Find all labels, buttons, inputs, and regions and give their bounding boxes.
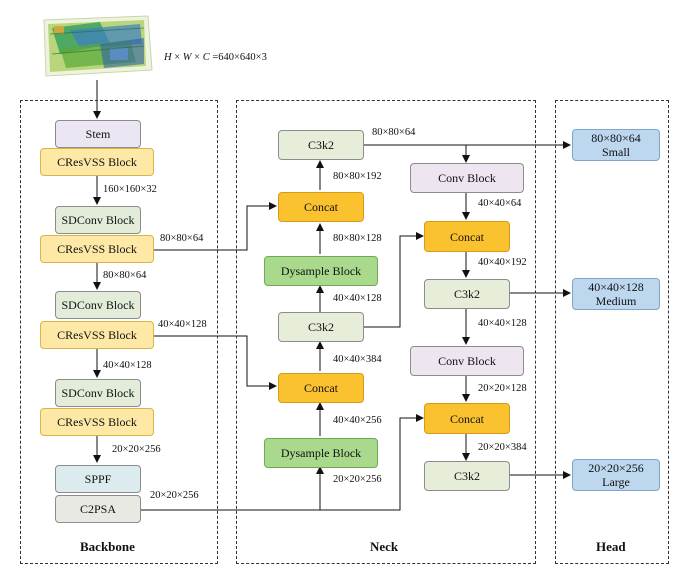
section-title-backbone: Backbone — [80, 539, 135, 554]
label-n-128: 80×80×128 — [333, 233, 382, 244]
input-shape-label: H × W × C =640×640×3 — [164, 52, 267, 63]
backbone-frame — [20, 100, 218, 564]
stem-block: Stem — [55, 120, 141, 148]
head-medium-name: Medium — [595, 294, 637, 308]
label-n-192: 80×80×192 — [333, 171, 382, 182]
label-bb-160: 160×160×32 — [103, 184, 157, 195]
label-bb-40: 40×40×128 — [103, 360, 152, 371]
label-bb-20: 20×20×256 — [112, 444, 161, 455]
conv-block-top: Conv Block — [410, 163, 524, 193]
label-r-384: 20×20×384 — [478, 442, 527, 453]
cresvss-block-3: CResVSS Block — [40, 321, 154, 349]
label-bb-80: 80×80×64 — [103, 270, 147, 281]
cresvss-block-2: CResVSS Block — [40, 235, 154, 263]
concat-right-1: Concat — [424, 221, 510, 252]
head-small-name: Small — [601, 145, 630, 159]
label-r-128: 40×40×128 — [478, 318, 527, 329]
c3k2-top: C3k2 — [278, 130, 364, 160]
label-n-384: 40×40×384 — [333, 354, 382, 365]
c3k2-right-1: C3k2 — [424, 279, 510, 309]
head-medium: 40×40×128 Medium — [572, 278, 660, 310]
sdconv-block-1: SDConv Block — [55, 206, 141, 234]
concat-top: Concat — [278, 192, 364, 222]
cresvss-block-4: CResVSS Block — [40, 408, 154, 436]
label-n-20-256: 20×20×256 — [333, 474, 382, 485]
c3k2-mid: C3k2 — [278, 312, 364, 342]
label-n-c3k2-top-out: 80×80×64 — [372, 127, 416, 138]
head-large-name: Large — [602, 475, 630, 489]
label-r-64: 40×40×64 — [478, 198, 522, 209]
conv-block-bottom: Conv Block — [410, 346, 524, 376]
head-small-dim: 80×80×64 — [591, 131, 641, 145]
sppf-block: SPPF — [55, 465, 141, 493]
cresvss-block-1: CResVSS Block — [40, 148, 154, 176]
concat-mid: Concat — [278, 373, 364, 403]
label-r-192: 40×40×192 — [478, 257, 527, 268]
label-n-40-128: 40×40×128 — [333, 293, 382, 304]
head-frame — [555, 100, 669, 564]
neck-frame — [236, 100, 536, 564]
label-n-256: 40×40×256 — [333, 415, 382, 426]
concat-right-2: Concat — [424, 403, 510, 434]
section-title-neck: Neck — [370, 539, 399, 554]
sdconv-block-3: SDConv Block — [55, 379, 141, 407]
dysample-block-bottom: Dysample Block — [264, 438, 378, 468]
sdconv-block-2: SDConv Block — [55, 291, 141, 319]
c2psa-block: C2PSA — [55, 495, 141, 523]
head-large: 20×20×256 Large — [572, 459, 660, 491]
label-bb-c2psa-out: 20×20×256 — [150, 490, 199, 501]
label-bb-80-out: 80×80×64 — [160, 233, 204, 244]
section-title-head: Head — [596, 539, 626, 554]
head-medium-dim: 40×40×128 — [588, 280, 644, 294]
head-large-dim: 20×20×256 — [588, 461, 644, 475]
input-xray-image — [40, 14, 154, 78]
label-bb-40-out: 40×40×128 — [158, 319, 207, 330]
head-small: 80×80×64 Small — [572, 129, 660, 161]
dysample-block-top: Dysample Block — [264, 256, 378, 286]
c3k2-right-2: C3k2 — [424, 461, 510, 491]
label-r-20-128: 20×20×128 — [478, 383, 527, 394]
